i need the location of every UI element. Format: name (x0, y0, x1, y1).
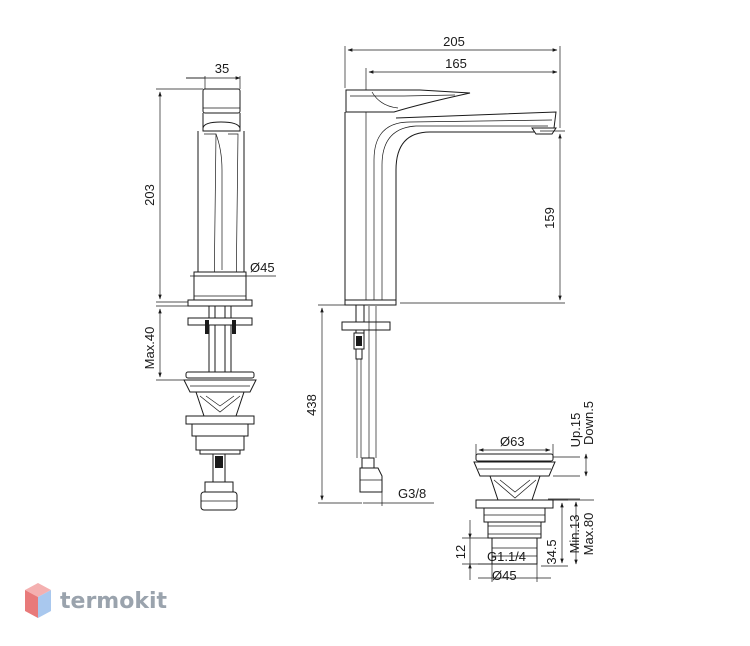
stroke-down-label: Down.5 (581, 401, 596, 445)
spout-reach-label: 165 (445, 56, 467, 71)
body-height-label: 34.5 (544, 539, 559, 564)
base-diameter-label: Ø45 (250, 260, 275, 275)
logo-text: termokit (60, 589, 167, 614)
flange-height-label: 12 (453, 545, 468, 559)
handle-lever (345, 89, 471, 113)
waste-flange (475, 499, 554, 509)
front-view: 205 165 159 (304, 34, 565, 506)
spout-outline (344, 111, 557, 300)
thread-label: G1.1/4 (487, 549, 526, 564)
deck-max-label: Max.40 (142, 327, 157, 370)
outlet-height-label: 159 (542, 207, 557, 229)
hose-thread-label: G3/8 (398, 486, 426, 501)
body-diameter-label: Ø45 (492, 568, 517, 583)
waste-body (487, 521, 542, 539)
deck-plate (187, 299, 253, 307)
basin-min-label: Min.13 (567, 514, 582, 553)
threaded-stud (208, 305, 216, 377)
cap-diameter-label: Ø63 (500, 434, 525, 449)
width-label: 35 (215, 61, 229, 76)
hexagon-cube-icon (25, 583, 51, 618)
handle-top (202, 88, 241, 114)
height-label: 203 (142, 184, 157, 206)
waste-cap-top (475, 453, 554, 462)
stroke-label: Up.15 (568, 413, 583, 448)
termokit-logo: termokit (25, 583, 167, 618)
waste-view: Ø63 Up.15 Down.5 Min.13 Max.80 34.5 (453, 401, 596, 583)
reach-label: 205 (443, 34, 465, 49)
basin-max-label: Max.80 (581, 513, 596, 556)
hose-length-label: 438 (304, 394, 319, 416)
side-view: 35 Ø45 203 Max.40 (142, 61, 276, 511)
